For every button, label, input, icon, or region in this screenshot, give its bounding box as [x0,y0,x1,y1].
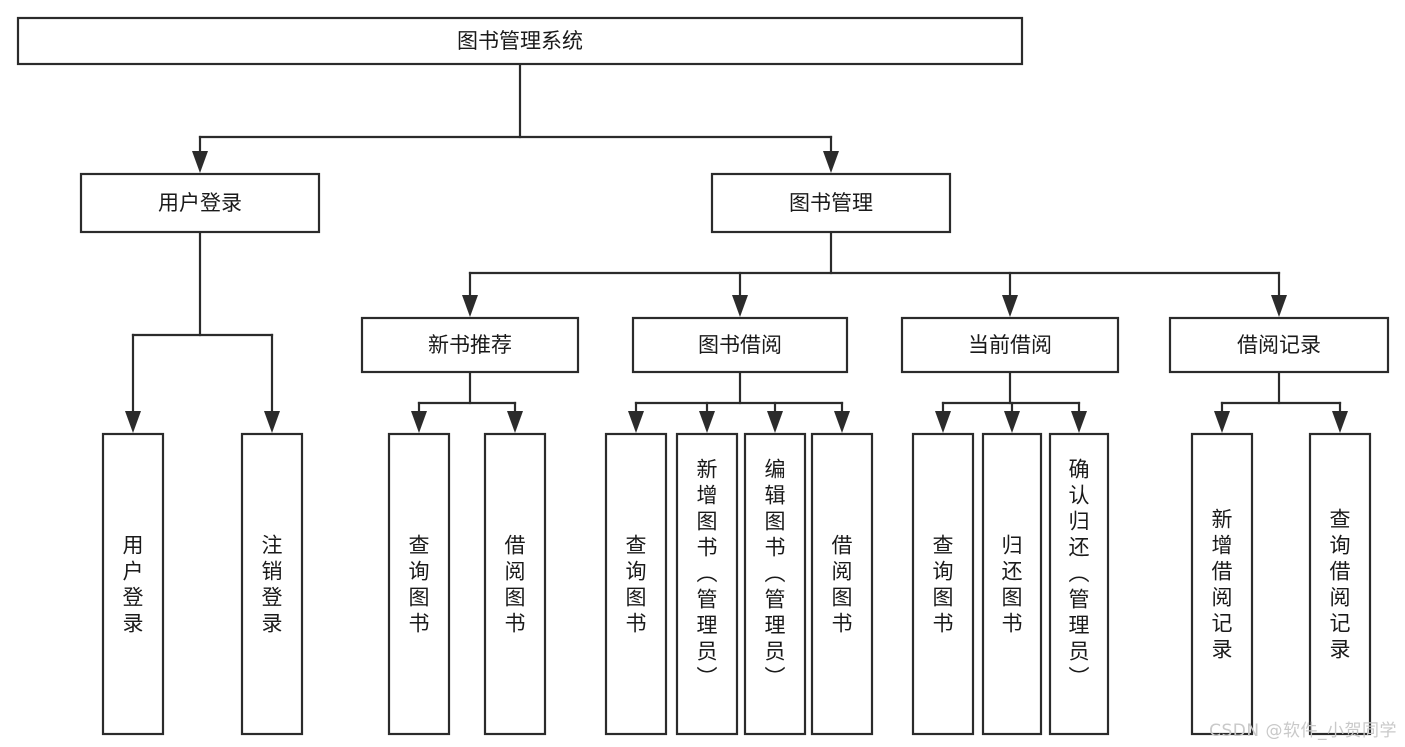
arrow-head-icon [834,411,850,433]
edge-group-new-book-rec [411,370,523,433]
node-box-leaf-edit-book[interactable] [743,432,807,736]
node-label-book-manage: 图书管理 [789,191,873,215]
edge-group-current-borrow [935,370,1087,433]
watermark-credit: CSDN @软件_小贺同学 [1209,721,1397,741]
arrow-head-icon [1271,295,1287,317]
node-box-leaf-user-login[interactable] [101,432,165,736]
node-label-leaf-add-book: 新增图书︵管理员︶ [697,457,718,689]
node-leaf-add-book[interactable]: 新增图书︵管理员︶ [675,432,739,736]
node-label-leaf-query-book-1: 查询图书 [409,533,430,635]
node-box-book-borrow[interactable] [631,316,849,374]
node-label-leaf-query-record: 查询借阅记录 [1330,507,1351,661]
node-leaf-edit-book[interactable]: 编辑图书︵管理员︶ [743,432,807,736]
node-leaf-logout[interactable]: 注销登录 [240,432,304,736]
arrow-head-icon [192,151,208,173]
node-label-borrow-record: 借阅记录 [1237,333,1321,357]
nodes-layer: 图书管理系统用户登录图书管理新书推荐图书借阅当前借阅借阅记录用户登录注销登录查询… [16,16,1390,736]
arrow-head-icon [699,411,715,433]
arrow-head-icon [732,295,748,317]
node-leaf-query-book-2[interactable]: 查询图书 [604,432,668,736]
edge-group-book-manage [462,230,1287,317]
node-box-leaf-borrow-book-2[interactable] [810,432,874,736]
arrow-head-icon [935,411,951,433]
edge-group-book-borrow [628,370,850,433]
arrow-head-icon [507,411,523,433]
node-user-login[interactable]: 用户登录 [79,172,321,234]
node-box-book-manage[interactable] [710,172,952,234]
arrow-head-icon [462,295,478,317]
node-box-leaf-query-record[interactable] [1308,432,1372,736]
node-label-root: 图书管理系统 [457,29,583,53]
node-box-leaf-return-book[interactable] [981,432,1043,736]
node-leaf-borrow-book-2[interactable]: 借阅图书 [810,432,874,736]
node-label-leaf-return-book: 归还图书 [1002,533,1023,635]
node-label-current-borrow: 当前借阅 [968,333,1052,357]
node-box-leaf-query-book-1[interactable] [387,432,451,736]
arrow-head-icon [767,411,783,433]
node-label-leaf-borrow-book-1: 借阅图书 [505,533,526,635]
arrow-head-icon [823,151,839,173]
node-box-user-login[interactable] [79,172,321,234]
node-label-leaf-add-record: 新增借阅记录 [1212,507,1233,661]
node-root[interactable]: 图书管理系统 [16,16,1024,66]
node-leaf-user-login[interactable]: 用户登录 [101,432,165,736]
node-box-borrow-record[interactable] [1168,316,1390,374]
node-label-book-borrow: 图书借阅 [698,333,782,357]
node-label-leaf-confirm-return: 确认归还︵管理员︶ [1069,457,1090,689]
node-box-leaf-logout[interactable] [240,432,304,736]
node-leaf-return-book[interactable]: 归还图书 [981,432,1043,736]
edges-layer [125,62,1348,433]
node-new-book-rec[interactable]: 新书推荐 [360,316,580,374]
node-label-leaf-user-login: 用户登录 [123,533,144,635]
node-leaf-query-book-3[interactable]: 查询图书 [911,432,975,736]
arrow-head-icon [264,411,280,433]
edge-group-root [192,62,839,173]
arrow-head-icon [1071,411,1087,433]
node-box-current-borrow[interactable] [900,316,1120,374]
arrow-head-icon [1332,411,1348,433]
node-label-leaf-edit-book: 编辑图书︵管理员︶ [765,457,786,689]
edge-group-borrow-record [1214,370,1348,433]
node-box-leaf-confirm-return[interactable] [1048,432,1110,736]
arrow-head-icon [1214,411,1230,433]
node-box-leaf-add-record[interactable] [1190,432,1254,736]
node-borrow-record[interactable]: 借阅记录 [1168,316,1390,374]
node-label-user-login: 用户登录 [158,191,242,215]
node-box-leaf-borrow-book-1[interactable] [483,432,547,736]
node-box-leaf-query-book-2[interactable] [604,432,668,736]
node-leaf-borrow-book-1[interactable]: 借阅图书 [483,432,547,736]
node-box-leaf-add-book[interactable] [675,432,739,736]
node-leaf-add-record[interactable]: 新增借阅记录 [1190,432,1254,736]
node-box-new-book-rec[interactable] [360,316,580,374]
node-label-leaf-borrow-book-2: 借阅图书 [832,533,853,635]
arrow-head-icon [411,411,427,433]
node-leaf-confirm-return[interactable]: 确认归还︵管理员︶ [1048,432,1110,736]
arrow-head-icon [125,411,141,433]
node-book-borrow[interactable]: 图书借阅 [631,316,849,374]
node-box-leaf-query-book-3[interactable] [911,432,975,736]
node-book-manage[interactable]: 图书管理 [710,172,952,234]
node-current-borrow[interactable]: 当前借阅 [900,316,1120,374]
arrow-head-icon [1002,295,1018,317]
node-label-new-book-rec: 新书推荐 [428,333,512,357]
node-box-root[interactable] [16,16,1024,66]
node-leaf-query-record[interactable]: 查询借阅记录 [1308,432,1372,736]
node-label-leaf-logout: 注销登录 [262,533,283,635]
node-label-leaf-query-book-3: 查询图书 [933,533,954,635]
node-leaf-query-book-1[interactable]: 查询图书 [387,432,451,736]
node-label-leaf-query-book-2: 查询图书 [626,533,647,635]
arrow-head-icon [1004,411,1020,433]
edge-group-user-login [125,230,280,433]
arrow-head-icon [628,411,644,433]
